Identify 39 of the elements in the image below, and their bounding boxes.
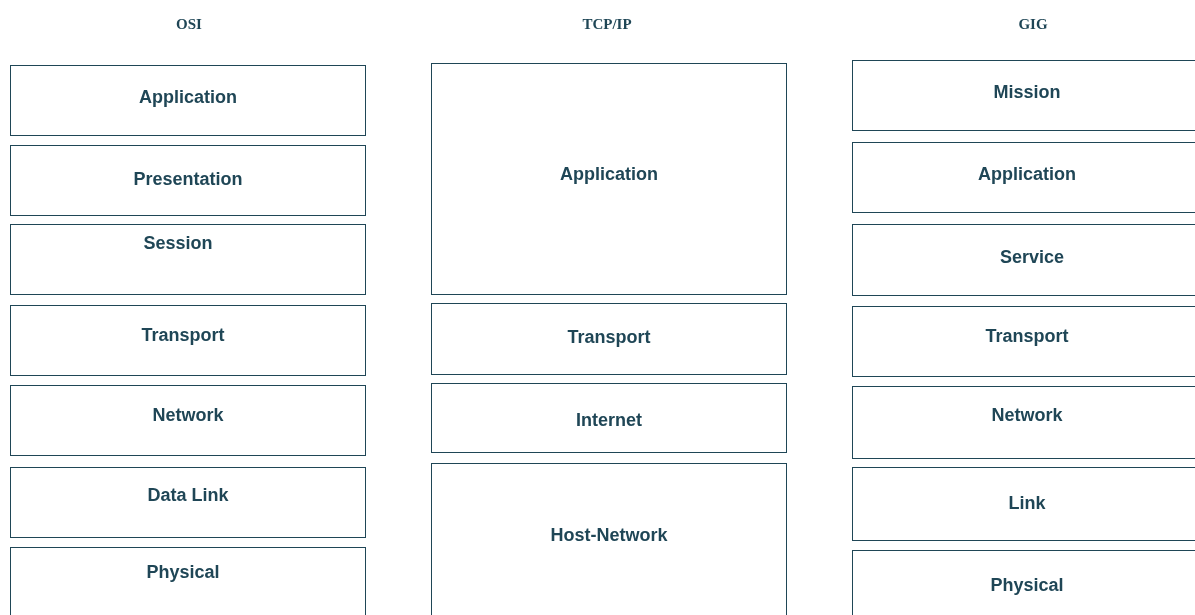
layer-name: Physical (990, 574, 1064, 596)
layer-box (10, 224, 366, 295)
layer-box (10, 305, 366, 376)
layer-name: Link (1008, 492, 1046, 514)
layer-box (10, 547, 366, 615)
layer-box (10, 385, 366, 456)
layer-name: Physical (146, 561, 220, 583)
layer-box (852, 224, 1195, 296)
layer-name: Transport (567, 326, 651, 348)
layer-box (431, 63, 787, 295)
layer-name: Transport (141, 324, 225, 346)
layer-box (852, 467, 1195, 541)
layer-name: Mission (993, 81, 1061, 103)
column-heading: OSI (176, 16, 202, 33)
layer-name: Network (152, 404, 224, 426)
layer-box (431, 303, 787, 375)
layer-name: Data Link (147, 484, 229, 506)
layer-name: Application (139, 86, 237, 108)
layer-box (10, 65, 366, 136)
layer-name: Host-Network (550, 524, 668, 546)
layer-name: Session (143, 232, 213, 254)
layer-name: Transport (985, 325, 1069, 347)
layer-box (852, 386, 1195, 459)
layer-box (10, 145, 366, 216)
layer-box (852, 142, 1195, 213)
layer-box (852, 60, 1195, 131)
layer-box (852, 306, 1195, 377)
layer-name: Application (560, 163, 658, 185)
layer-name: Network (991, 404, 1063, 426)
layer-box (10, 467, 366, 538)
layer-name: Presentation (133, 168, 243, 190)
layer-box (431, 383, 787, 453)
column-heading: TCP/IP (582, 16, 632, 33)
layer-name: Application (978, 163, 1076, 185)
layer-name: Service (999, 246, 1065, 268)
layer-box (431, 463, 787, 615)
column-heading: GIG (1018, 16, 1048, 33)
layer-name: Internet (576, 409, 642, 431)
layer-box (852, 550, 1195, 615)
